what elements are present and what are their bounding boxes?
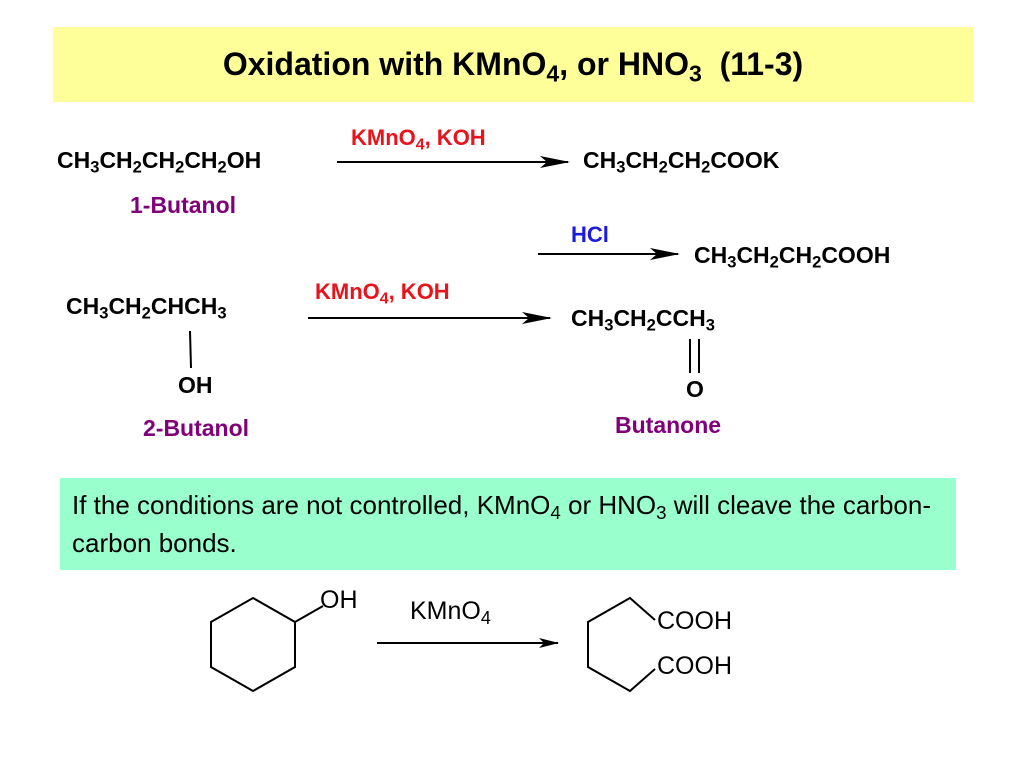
reagent-label-1: KMnO4, KOH: [351, 125, 486, 154]
oh-bond-line: [189, 330, 192, 369]
product-butanoate-formula: CH3CH2CH2COOK: [583, 147, 780, 177]
cyclohexane-ring: [210, 596, 296, 693]
adipic-acid-chain: [587, 596, 656, 693]
reagent-label-2: KMnO4, KOH: [315, 279, 450, 308]
cyclohexanol-hydroxyl-label: OH: [320, 586, 358, 614]
reactant-name-1-butanol: 1-Butanol: [130, 192, 237, 218]
reagent-label-3: KMnO4: [410, 597, 491, 629]
slide-title: Oxidation with KMnO4, or HNO3 (11-3): [222, 46, 804, 87]
product-carbonyl-oxygen: O: [686, 376, 704, 402]
reactant-1-butanol-formula: CH3CH2CH2CH2OH: [57, 147, 262, 177]
product-butanone-formula: CH3CH2CCH3: [571, 305, 715, 335]
reactant-name-2-butanol: 2-Butanol: [143, 415, 250, 441]
reagent-label-hcl: HCl: [571, 222, 609, 247]
cyclohexanol-oh-bond: [294, 605, 324, 623]
warning-note-box: If the conditions are not controlled, KM…: [60, 478, 956, 570]
product-butanoic-acid-formula: CH3CH2CH2COOH: [694, 242, 891, 272]
reactant-2-hydroxyl-group: OH: [178, 372, 213, 398]
reactant-2-butanol-formula: CH3CH2CHCH3: [66, 293, 227, 323]
title-banner: Oxidation with KMnO4, or HNO3 (11-3): [53, 27, 973, 102]
adipic-acid-cooh-bottom: COOH: [657, 652, 732, 680]
warning-note-text: If the conditions are not controlled, KM…: [72, 490, 931, 558]
adipic-acid-cooh-top: COOH: [657, 607, 732, 635]
product-name-butanone: Butanone: [615, 412, 722, 438]
